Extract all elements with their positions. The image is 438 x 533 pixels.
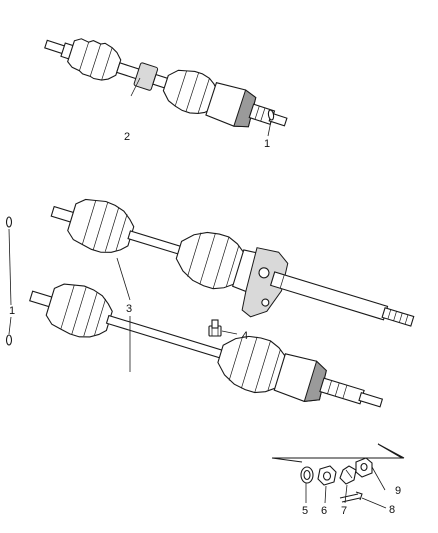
callout-4: 4 bbox=[242, 330, 248, 342]
drive-shaft-assembly-bottom bbox=[29, 283, 384, 408]
callout-1-top: 1 bbox=[264, 138, 270, 150]
callout-1-left: 1 bbox=[9, 305, 15, 317]
retaining-ring-left-lower bbox=[5, 334, 13, 346]
parts-tray-outline bbox=[272, 443, 405, 459]
washer bbox=[300, 466, 314, 484]
nut-retainer bbox=[339, 465, 357, 485]
callout-3: 3 bbox=[126, 303, 132, 315]
drive-shaft-assembly-top bbox=[44, 38, 288, 128]
callout-5: 5 bbox=[302, 505, 308, 517]
drive-shaft-assembly-middle bbox=[50, 198, 415, 327]
bolt bbox=[208, 319, 222, 337]
callout-8: 8 bbox=[389, 504, 395, 516]
callout-7: 7 bbox=[341, 505, 347, 517]
retaining-ring-left-upper bbox=[5, 216, 13, 228]
callout-2: 2 bbox=[124, 131, 130, 143]
leader-lines bbox=[8, 77, 387, 509]
hub-nut bbox=[317, 465, 337, 486]
cotter-pin bbox=[339, 491, 363, 503]
callout-6: 6 bbox=[321, 505, 327, 517]
retaining-ring-top bbox=[267, 109, 275, 121]
lock-nut bbox=[355, 457, 373, 478]
callout-9: 9 bbox=[395, 485, 401, 497]
